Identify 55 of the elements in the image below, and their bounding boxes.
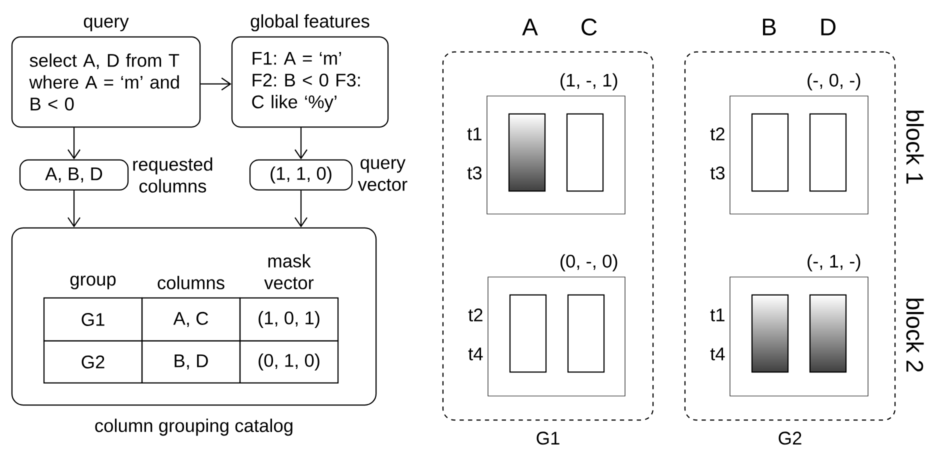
row-label: t4 bbox=[468, 348, 483, 360]
row-label: t2 bbox=[710, 128, 724, 140]
column-letter: D bbox=[821, 18, 836, 36]
table-cell: (1, 0, 1) bbox=[239, 297, 339, 342]
table-cell: G1 bbox=[43, 297, 143, 342]
row-label: t2 bbox=[468, 308, 482, 322]
block-box: (1, -, 1) bbox=[486, 73, 626, 214]
column-bar bbox=[508, 113, 546, 192]
node-label: (1, -, 1) bbox=[560, 73, 618, 90]
node-label: G2 bbox=[778, 432, 802, 445]
table-cell: G2 bbox=[43, 340, 143, 384]
arrow bbox=[294, 128, 308, 160]
result-box: (1, 1, 0) bbox=[249, 159, 353, 191]
result-box: A, B, D bbox=[19, 159, 129, 191]
arrow bbox=[294, 190, 308, 228]
row-label: t1 bbox=[710, 308, 724, 322]
column-bar bbox=[566, 113, 604, 192]
column-header: mask vector bbox=[264, 254, 314, 290]
block-label: block 1 bbox=[906, 110, 924, 184]
row-label: t1 bbox=[467, 128, 482, 140]
side-label: query vector bbox=[358, 159, 408, 191]
node-label: (-, 1, -) bbox=[808, 254, 860, 272]
column-letter: B bbox=[763, 18, 776, 36]
column-letter: C bbox=[582, 18, 597, 36]
block-box: (-, 0, -) bbox=[730, 73, 868, 214]
process-box: global features F1: A = ‘m’ F2: B < 0 F3: C like ‘%y’ bbox=[231, 14, 389, 128]
column-header: columns bbox=[158, 276, 224, 290]
heading: global features bbox=[250, 14, 370, 32]
block-box: (-, 1, -) bbox=[730, 254, 868, 396]
process-box: query select A, D from T where A = ‘m’ and B < 0 bbox=[11, 18, 201, 128]
node-label: (0, -, 0) bbox=[560, 254, 618, 272]
column-bar bbox=[751, 294, 789, 373]
arrow bbox=[200, 78, 232, 90]
row-label: t4 bbox=[710, 348, 725, 360]
node-label: (-, 0, -) bbox=[808, 73, 860, 90]
side-label: requested columns bbox=[133, 157, 212, 193]
column-bar bbox=[567, 294, 605, 373]
column-letter: A bbox=[522, 18, 538, 36]
column-bar bbox=[809, 113, 847, 192]
column-header: group bbox=[70, 276, 116, 290]
block-label: block 2 bbox=[906, 298, 924, 372]
arrow bbox=[68, 190, 80, 228]
row-label: t3 bbox=[467, 166, 482, 180]
arrow bbox=[68, 128, 80, 160]
block-box: (0, -, 0) bbox=[488, 254, 626, 396]
column-bar bbox=[809, 294, 847, 373]
table-cell: (0, 1, 0) bbox=[239, 340, 339, 384]
table-cell: B, D bbox=[141, 340, 241, 384]
column-bar bbox=[751, 113, 789, 192]
node-label: G1 bbox=[536, 432, 560, 445]
column-bar bbox=[509, 294, 547, 373]
table-cell: A, C bbox=[141, 297, 241, 342]
row-label: t3 bbox=[710, 166, 725, 180]
heading: query bbox=[84, 18, 129, 32]
node-label: column grouping catalog bbox=[95, 418, 292, 436]
